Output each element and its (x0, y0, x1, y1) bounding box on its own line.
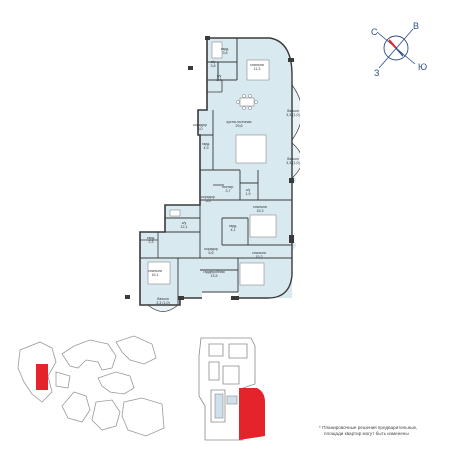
compass-north-label: С (371, 27, 378, 37)
furniture (147, 41, 277, 286)
compass-needle-tail (395, 47, 404, 57)
site-buildings (17, 335, 165, 437)
disclaimer-line-1: * Планировочные решения предварительные, (319, 425, 418, 430)
floor-map-core (214, 393, 238, 419)
site-highlight (36, 364, 48, 390)
room-label: гард.3,6 (220, 47, 230, 55)
window-marks (125, 36, 294, 300)
balcony-3 (147, 304, 179, 312)
room-label: гард.4,9 (201, 142, 211, 150)
compass-needle (388, 39, 397, 49)
compass: С В Ю З (355, 18, 435, 80)
room-label: гард.2,3 (146, 236, 156, 244)
bed-4 (239, 262, 265, 286)
compass-ring (383, 35, 409, 61)
disclaimer: * Планировочные решения предварительные,… (319, 425, 439, 437)
compass-south-label: Ю (418, 62, 427, 72)
bathtub-2 (169, 209, 181, 217)
room-label: постир.3,7 (221, 185, 235, 193)
walls (139, 37, 293, 306)
compass-east-label: В (413, 21, 419, 31)
floor-map (195, 336, 275, 442)
bathtub-1 (211, 41, 223, 59)
site-plan-drawing (17, 335, 165, 437)
floor-area (140, 38, 296, 305)
bed-1 (246, 59, 270, 81)
site-plan (12, 332, 172, 440)
floor-map-drawing (198, 337, 265, 441)
floor-map-highlight (239, 388, 265, 440)
balconies (147, 84, 303, 312)
compass-west-label: З (374, 68, 379, 78)
bed-2 (249, 214, 277, 238)
compass-graphic: С В Ю З (371, 21, 427, 78)
floor-map-outline (198, 337, 256, 441)
floorplan-drawing (125, 36, 303, 312)
disclaimer-line-2: площади квартир могут быть изменены (324, 431, 409, 436)
dining-table (239, 97, 255, 107)
room-label: гард.4,1 (228, 224, 238, 232)
bed-3 (147, 261, 171, 285)
sofa (235, 134, 267, 164)
